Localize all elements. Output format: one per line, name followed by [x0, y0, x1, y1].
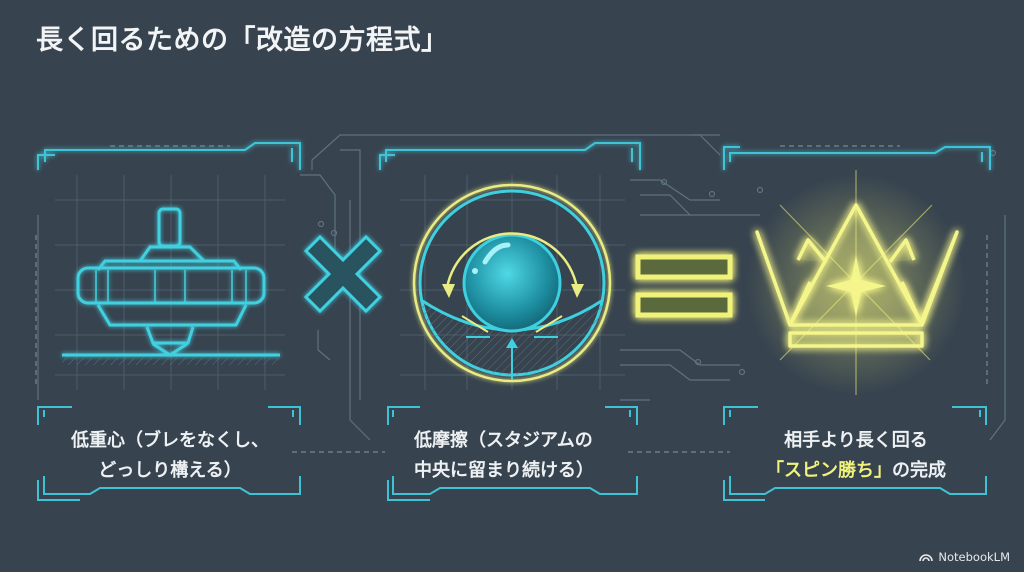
- panel-frames-bottom: [37, 406, 987, 501]
- circuit-traces: [37, 134, 1006, 441]
- page-title: 長く回るための「改造の方程式」: [36, 25, 449, 56]
- notebooklm-logo-icon: [919, 554, 934, 562]
- crown-icon: [746, 170, 966, 395]
- label-spin-victory: 相手より長く回る 「スピン勝ち」の完成: [726, 426, 986, 486]
- ball-bearing-icon: [412, 183, 612, 383]
- label-line: どっしり構える）: [98, 460, 242, 481]
- spinning-top-icon: [62, 207, 280, 357]
- label-line: 中央に留まり続ける）: [414, 460, 594, 481]
- label-low-center-of-gravity: 低重心（ブレをなくし、 どっしり構える）: [40, 426, 300, 486]
- label-line: 低摩擦（スタジアムの: [414, 430, 593, 451]
- spin-victory-highlight: 「スピン勝ち」: [766, 460, 892, 481]
- brand-watermark: NotebookLM: [919, 550, 1010, 564]
- multiply-icon: [303, 234, 383, 314]
- brand-name: NotebookLM: [938, 550, 1010, 564]
- ground-hatch: [62, 357, 280, 365]
- label-line: 相手より長く回る: [784, 430, 928, 451]
- label-low-friction: 低摩擦（スタジアムの 中央に留まり続ける）: [390, 426, 635, 486]
- label-line: 低重心（ブレをなくし、: [71, 430, 269, 451]
- dashed-connectors: [35, 145, 988, 453]
- label-line: 「スピン勝ち」の完成: [726, 456, 986, 486]
- equals-icon: [635, 254, 733, 318]
- label-line-rest: の完成: [892, 460, 946, 481]
- panel-frames-top: [37, 142, 991, 170]
